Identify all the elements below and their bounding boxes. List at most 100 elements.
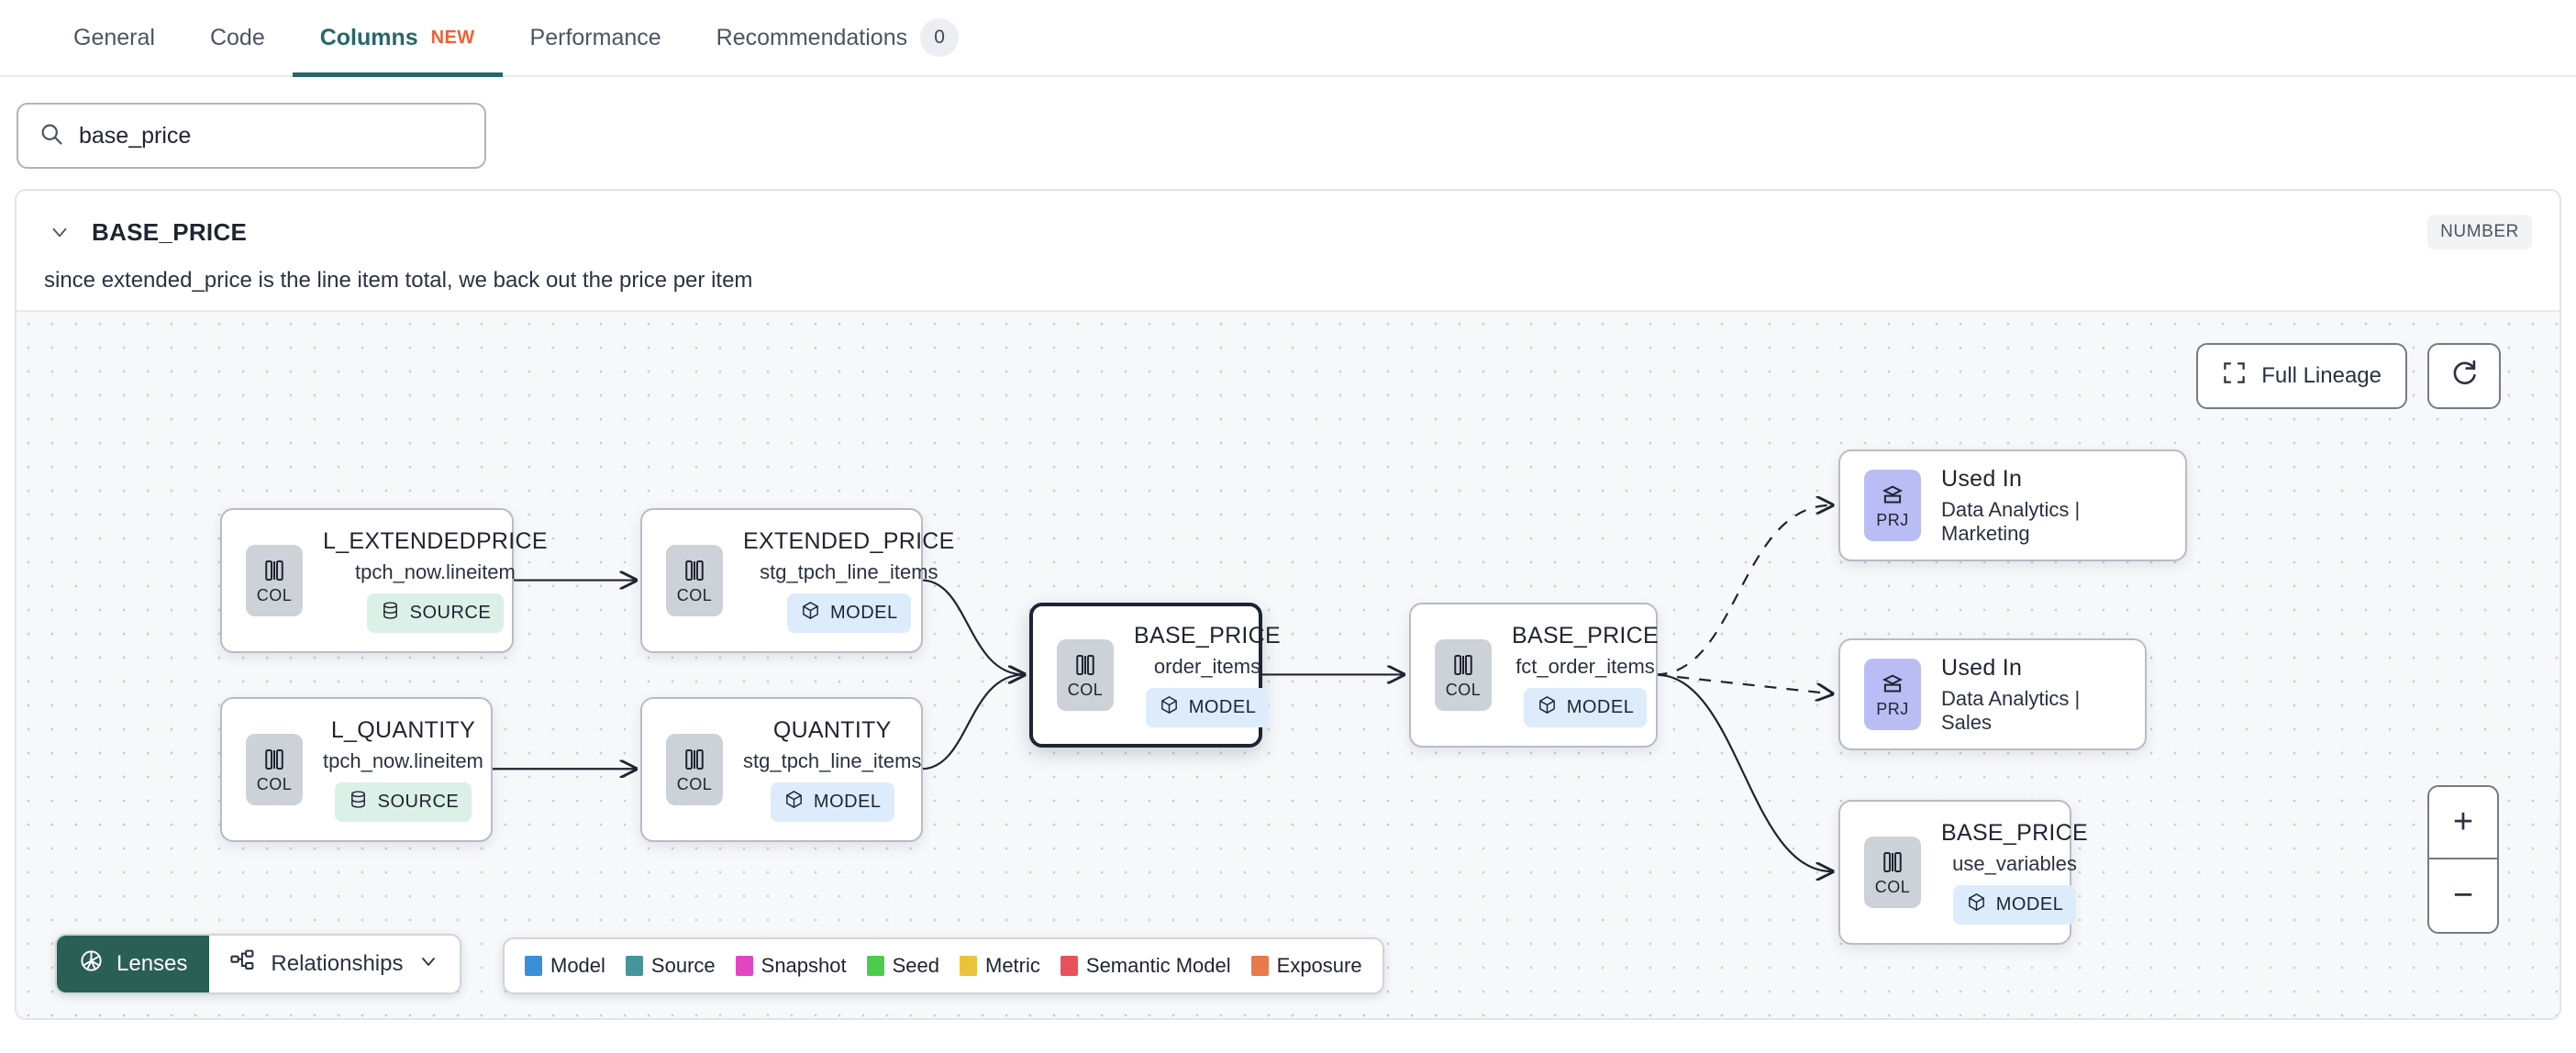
zoom-out-button[interactable]: − [2452, 876, 2474, 914]
search-input[interactable] [79, 122, 464, 150]
node-tag-label: SOURCE [377, 792, 460, 812]
lenses-label: Lenses [117, 951, 188, 976]
tab-performance[interactable]: Performance [503, 0, 689, 75]
relationships-label: Relationships [271, 951, 404, 976]
cube-icon [1159, 694, 1180, 721]
cube-icon [1537, 694, 1558, 721]
cube-icon [1966, 892, 1987, 918]
zoom-in-button[interactable]: + [2429, 787, 2497, 859]
search-icon [39, 121, 64, 151]
aperture-icon [79, 948, 104, 980]
legend-item-exposure[interactable]: Exposure [1250, 954, 1362, 978]
tab-recommendations[interactable]: Recommendations 0 [689, 0, 986, 75]
node-icon-label: COL [256, 774, 293, 793]
node-icon-label: PRJ [1876, 510, 1909, 529]
legend-label: Model [550, 954, 605, 977]
tab-label: Performance [529, 24, 661, 50]
refresh-button[interactable] [2427, 343, 2501, 409]
tab-count-badge: 0 [920, 18, 960, 57]
node-name: BASE_PRICE [1512, 623, 1660, 648]
node-type-tag: MODEL [787, 593, 911, 633]
node-name: QUANTITY [772, 717, 892, 743]
legend-item-seed[interactable]: Seed [866, 954, 939, 978]
node-icon-label: COL [1067, 680, 1104, 699]
node-name: Used In [1941, 465, 2023, 492]
tab-code[interactable]: Code [183, 0, 293, 75]
legend-label: Metric [985, 954, 1040, 977]
node-name: Used In [1941, 654, 2023, 681]
node-body: Used In Data Analytics | Sales [1941, 655, 2121, 735]
node-tag-label: SOURCE [409, 603, 492, 623]
tab-columns[interactable]: Columns NEW [292, 0, 503, 77]
node-icon-label: COL [676, 585, 713, 604]
chevron-down-icon [417, 950, 439, 979]
search-area [0, 77, 2576, 189]
full-lineage-button[interactable]: Full Lineage [2196, 343, 2407, 409]
new-badge: NEW [430, 27, 475, 48]
node-type-tag: MODEL [1145, 688, 1270, 727]
project-icon: PRJ [1864, 470, 1921, 541]
legend-item-source[interactable]: Source [625, 954, 716, 978]
legend-label: Semantic Model [1085, 954, 1231, 977]
column-icon: COL [666, 545, 723, 616]
tab-label: Columns [319, 24, 418, 50]
legend-item-metric[interactable]: Metric [960, 954, 1040, 978]
column-description: since extended_price is the line item to… [44, 268, 753, 293]
node-type-tag: MODEL [770, 782, 894, 822]
column-panel: BASE_PRICE NUMBER since extended_price i… [15, 189, 2561, 1020]
page-title: BASE_PRICE [92, 217, 248, 246]
node-tag-label: MODEL [1566, 697, 1635, 717]
legend-item-snapshot[interactable]: Snapshot [735, 954, 847, 978]
legend-swatch [1060, 956, 1078, 976]
tab-label: Recommendations [716, 24, 908, 50]
lens-toolbar: Lenses Relationships [55, 934, 462, 994]
tab-general[interactable]: General [46, 0, 183, 75]
chevron-down-icon[interactable] [44, 216, 75, 248]
column-icon: COL [1435, 639, 1492, 711]
project-icon: PRJ [1864, 659, 1921, 730]
node-subtitle: tpch_now.lineitem [354, 560, 516, 583]
relationships-button[interactable]: Relationships [209, 936, 461, 992]
node-icon-label: COL [676, 774, 713, 793]
refresh-icon [2449, 360, 2479, 393]
node-type-tag: SOURCE [334, 782, 472, 822]
expand-icon [2222, 360, 2247, 392]
node-subtitle: Data Analytics | Sales [1941, 686, 2081, 734]
node-subtitle: fct_order_items [1516, 655, 1655, 678]
column-icon: COL [1864, 837, 1921, 908]
node-tag-label: MODEL [813, 792, 882, 812]
node-subtitle: order_items [1153, 655, 1261, 678]
legend-item-model[interactable]: Model [525, 954, 605, 978]
legend-item-semantic-model[interactable]: Semantic Model [1060, 954, 1231, 978]
lenses-button[interactable]: Lenses [57, 936, 210, 992]
legend-label: Source [650, 954, 716, 977]
node-tag-label: MODEL [1995, 894, 2064, 914]
lineage-node-used_in_sales[interactable]: PRJ Used In Data Analytics | Sales [1838, 638, 2147, 750]
node-subtitle: stg_tpch_line_items [743, 749, 922, 772]
node-icon-label: COL [1874, 877, 1911, 896]
column-icon: COL [246, 545, 303, 616]
legend-label: Seed [892, 954, 939, 977]
full-lineage-label: Full Lineage [2261, 363, 2382, 388]
search-box[interactable] [17, 103, 486, 169]
database-icon [348, 789, 369, 815]
legend-label: Exposure [1276, 954, 1362, 977]
column-icon: COL [1057, 639, 1114, 711]
legend-swatch [1250, 956, 1269, 976]
node-name: BASE_PRICE [1941, 820, 2089, 846]
column-type-badge: NUMBER [2427, 215, 2532, 249]
